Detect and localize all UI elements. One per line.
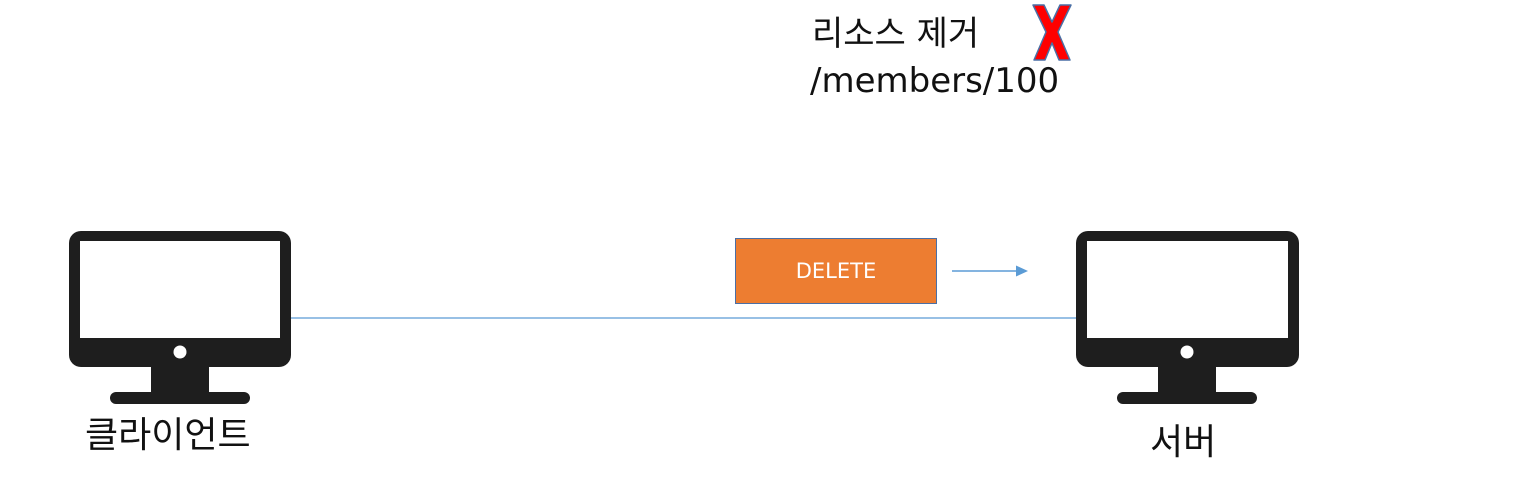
resource-removal-label: 리소스 제거 (812, 14, 980, 54)
remove-x-icon (1032, 4, 1072, 61)
server-label: 서버 (1150, 422, 1217, 463)
resource-path-label: /members/100 (810, 61, 1060, 101)
http-method-box: DELETE (735, 238, 937, 304)
client-label: 클라이언트 (85, 415, 251, 456)
request-arrow-icon (952, 265, 1028, 277)
server-monitor-icon (1076, 231, 1299, 404)
http-method-label: DELETE (795, 259, 877, 283)
client-monitor-icon (69, 231, 291, 404)
